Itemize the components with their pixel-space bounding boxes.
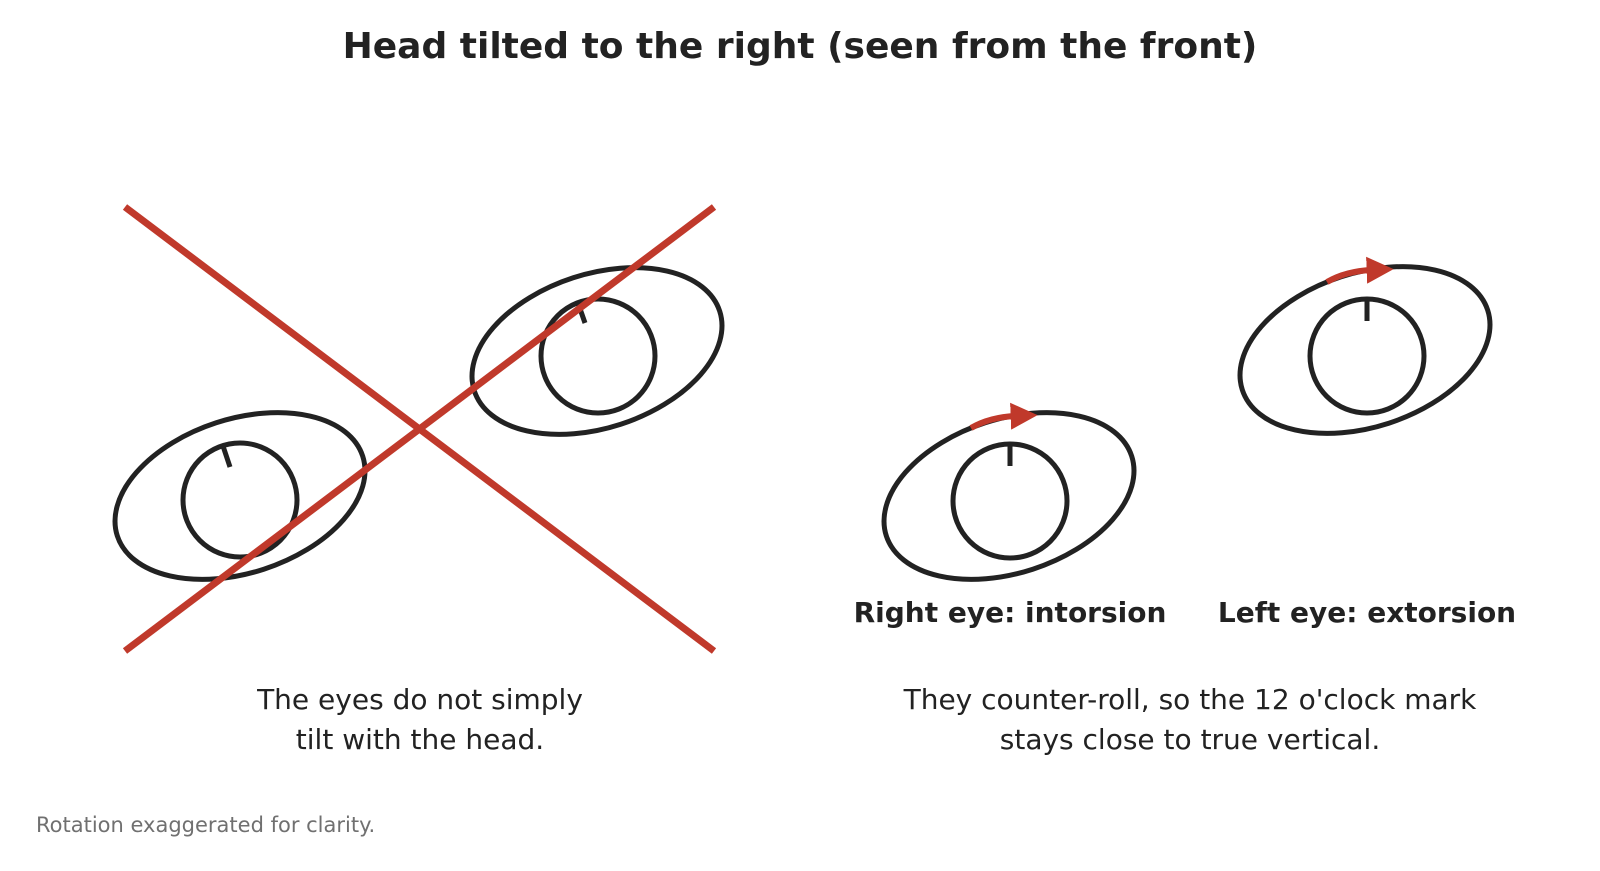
incorrect-model-panel — [112, 204, 725, 654]
diagram-title: Head tilted to the right (seen from the … — [342, 26, 1258, 67]
left-eye-label: Left eye: extorsion — [1217, 596, 1517, 629]
correct-model-caption: They counter-roll, so the 12 o'clock mar… — [830, 680, 1550, 760]
extorsion-arrow — [1325, 256, 1394, 285]
cross-out-mark — [122, 204, 717, 654]
footnote: Rotation exaggerated for clarity. — [36, 813, 376, 837]
cross-line-2 — [122, 204, 717, 654]
caption-line: tilt with the head. — [295, 723, 545, 756]
caption-line: The eyes do not simply — [257, 683, 583, 716]
correct-model-panel — [881, 256, 1493, 582]
twelve-oclock-mark — [220, 445, 233, 468]
eye-outline — [112, 410, 368, 582]
counter-rolled-right-eye — [881, 402, 1137, 582]
intorsion-arrow — [969, 402, 1038, 431]
iris — [1307, 296, 1427, 416]
iris — [538, 296, 658, 416]
tilted-left-eye — [469, 265, 725, 437]
caption-line: They counter-roll, so the 12 o'clock mar… — [903, 683, 1477, 716]
iris — [950, 441, 1070, 561]
right-eye-label: Right eye: intorsion — [853, 596, 1167, 629]
eye-outline — [469, 265, 725, 437]
incorrect-model-caption: The eyes do not simply tilt with the hea… — [120, 680, 720, 760]
tilted-right-eye — [112, 410, 368, 582]
caption-line: stays close to true vertical. — [999, 723, 1381, 756]
counter-rolled-left-eye — [1237, 256, 1493, 436]
iris — [180, 440, 300, 560]
